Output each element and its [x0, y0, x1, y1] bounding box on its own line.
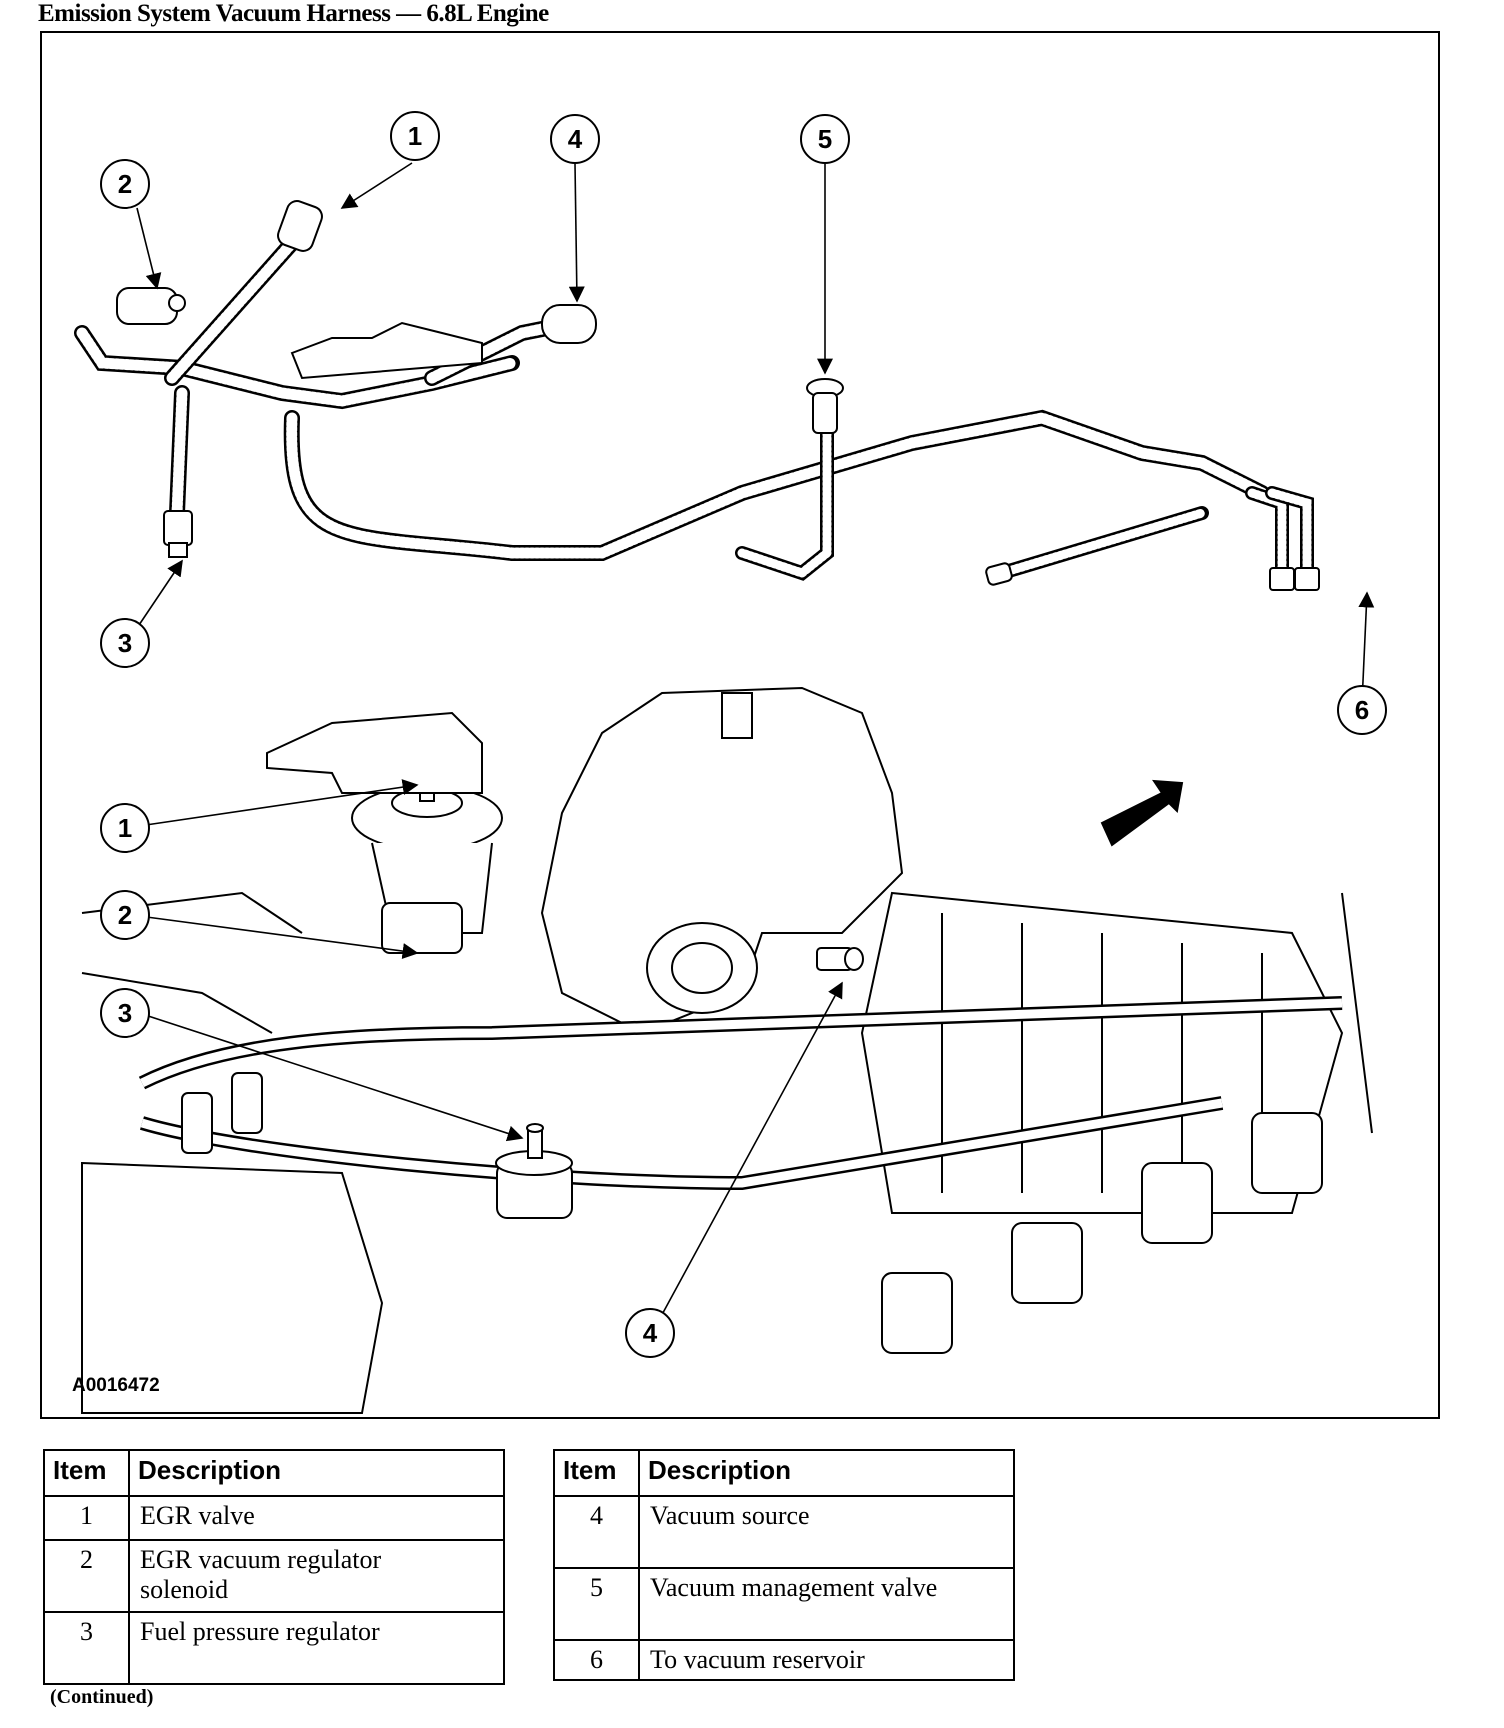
svg-text:5: 5: [818, 124, 832, 154]
direction-arrow-icon: [1100, 779, 1184, 847]
vacuum-harness-diagram: 1 2 3 4 5 6 1 2: [74, 111, 1387, 1414]
svg-text:2: 2: [118, 900, 132, 930]
callout-1-bottom: 1: [100, 803, 150, 853]
legend-table-left: Item Description 1 EGR valve 2 EGR vacuu…: [43, 1449, 505, 1685]
callout-1-top: 1: [390, 111, 440, 161]
svg-text:4: 4: [568, 124, 583, 154]
callout-5-top: 5: [800, 114, 850, 164]
item-description: EGR valve: [128, 1495, 505, 1541]
legend-table-right: Item Description 4 Vacuum source 5 Vacuu…: [553, 1449, 1015, 1681]
callout-4-bottom: 4: [625, 1308, 675, 1358]
svg-text:1: 1: [408, 121, 422, 151]
engine-drawing: [81, 686, 1373, 1414]
header-item: Item: [43, 1449, 130, 1497]
item-number: 6: [553, 1639, 640, 1681]
item-description: EGR vacuum regulator solenoid: [128, 1539, 505, 1613]
header-description: Description: [638, 1449, 1015, 1497]
table-row: 6 To vacuum reservoir: [553, 1639, 1015, 1681]
table-row: 3 Fuel pressure regulator: [43, 1611, 505, 1685]
item-number: 1: [43, 1495, 130, 1541]
leader-lines: [136, 162, 1375, 1334]
header-item: Item: [553, 1449, 640, 1497]
callout-6-top: 6: [1337, 685, 1387, 735]
svg-text:3: 3: [118, 628, 132, 658]
callout-2-bottom: 2: [100, 890, 150, 940]
figure-id: A0016472: [72, 1375, 160, 1396]
table-row: 4 Vacuum source: [553, 1495, 1015, 1569]
table-row: 5 Vacuum management valve: [553, 1567, 1015, 1641]
callout-4-top: 4: [550, 114, 600, 164]
callout-3-bottom: 3: [100, 988, 150, 1038]
item-description: Fuel pressure regulator: [128, 1611, 505, 1685]
callout-2-top: 2: [100, 159, 150, 209]
svg-text:3: 3: [118, 998, 132, 1028]
header-description: Description: [128, 1449, 505, 1497]
item-description: To vacuum reservoir: [638, 1639, 1015, 1681]
svg-text:4: 4: [643, 1318, 658, 1348]
table-header-row: Item Description: [43, 1449, 505, 1497]
harness-drawing: [74, 200, 1320, 591]
item-number: 2: [43, 1539, 130, 1613]
item-description: Vacuum management valve: [638, 1567, 1015, 1641]
svg-text:6: 6: [1355, 695, 1369, 725]
item-number: 5: [553, 1567, 640, 1641]
continued-note: (Continued): [50, 1686, 154, 1708]
item-number: 3: [43, 1611, 130, 1685]
item-number: 4: [553, 1495, 640, 1569]
figure-frame: 1 2 3 4 5 6 1 2: [40, 31, 1440, 1419]
table-row: 2 EGR vacuum regulator solenoid: [43, 1539, 505, 1613]
svg-text:2: 2: [118, 169, 132, 199]
item-description: Vacuum source: [638, 1495, 1015, 1569]
table-row: 1 EGR valve: [43, 1495, 505, 1541]
svg-text:1: 1: [118, 813, 132, 843]
page-title: Emission System Vacuum Harness — 6.8L En…: [38, 0, 549, 27]
table-header-row: Item Description: [553, 1449, 1015, 1497]
callout-3-top: 3: [100, 618, 150, 668]
